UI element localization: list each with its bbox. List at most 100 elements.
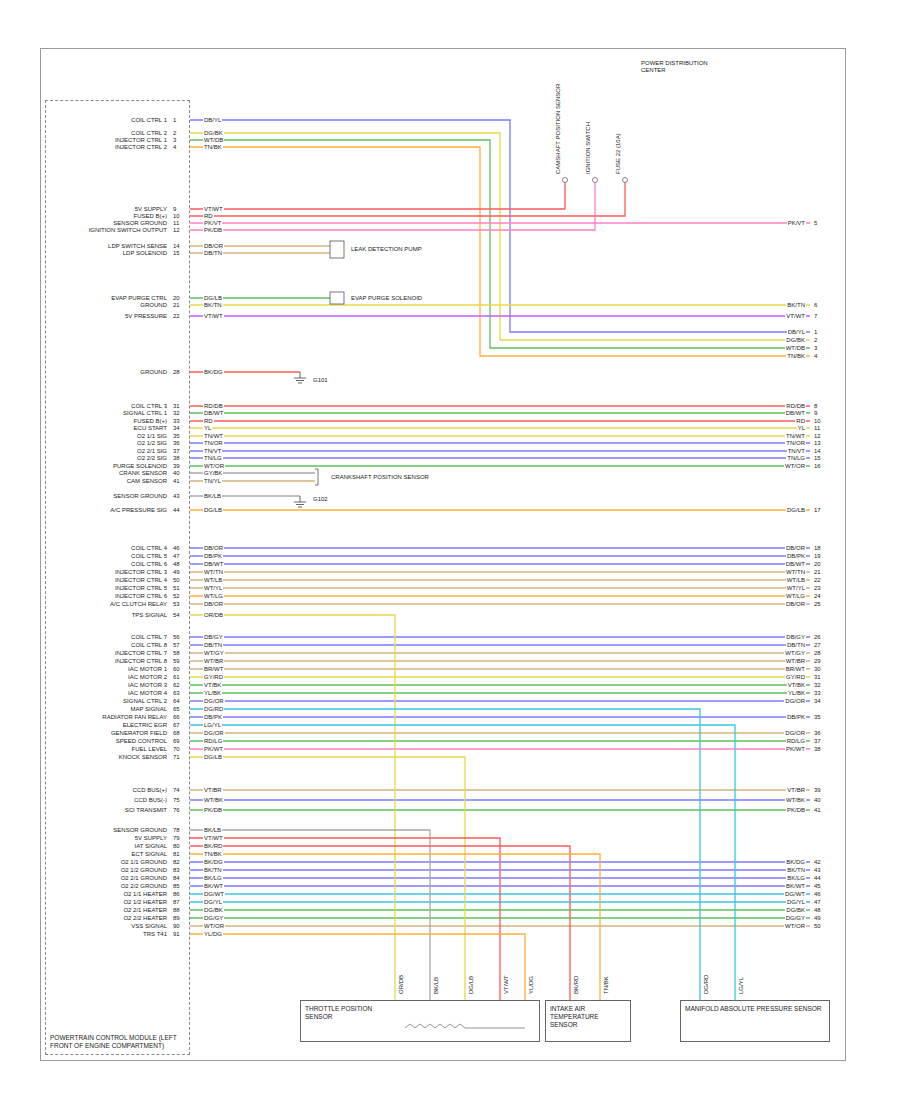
- wire-color: VT/WT: [203, 206, 224, 213]
- pin-number: 37: [172, 448, 181, 455]
- pin-number: 76: [172, 807, 181, 814]
- pin-name: IAC MOTOR 2: [127, 674, 168, 681]
- wire: [190, 660, 810, 661]
- ref-number: 48: [813, 907, 822, 914]
- wire: [190, 799, 810, 800]
- pin-name: PURGE SOLENOID: [112, 463, 168, 470]
- wire: [190, 684, 810, 685]
- wire-color: DB/TN: [203, 250, 223, 257]
- ref-number: 44: [813, 875, 822, 882]
- pin-name: SIGNAL CTRL 1: [122, 410, 168, 417]
- wire-color: BK/TN: [203, 302, 223, 309]
- pin-number: 48: [172, 561, 181, 568]
- wire-color: TN/OR: [203, 440, 224, 447]
- wire-connector: [190, 838, 500, 1000]
- wire-color: DB/WT: [785, 410, 806, 417]
- pin-number: 47: [172, 553, 181, 560]
- page-frame: [41, 49, 846, 1061]
- wire-color: LG/YL: [738, 976, 745, 995]
- wire-color: WT/BK: [785, 797, 806, 804]
- pin-number: 63: [172, 690, 181, 697]
- pin-number: 3: [172, 137, 177, 144]
- wire-color: DB/TN: [786, 642, 806, 649]
- ref-number: 19: [813, 553, 822, 560]
- wire-color: TN/OR: [785, 440, 806, 447]
- wire-color: YL: [797, 425, 806, 432]
- ref-number: 49: [813, 915, 822, 922]
- connector-pin: [623, 178, 628, 183]
- wire: [190, 732, 810, 733]
- ref-number: 25: [813, 601, 822, 608]
- wire-color: PK/WT: [203, 746, 224, 753]
- wire-color: DG/WT: [784, 891, 806, 898]
- wire-connector: [190, 757, 465, 1000]
- pin-name: EVAP PURGE CTRL: [110, 295, 168, 302]
- wire-color: WT/BK: [203, 797, 224, 804]
- pin-name: SENSOR GROUND: [112, 827, 168, 834]
- pin-name: ECT SIGNAL: [130, 851, 168, 858]
- component-label: POWER DISTRIBUTION CENTER: [640, 60, 712, 74]
- pin-name: INJECTOR CTRL 6: [114, 593, 168, 600]
- pin-name: INJECTOR CTRL 5: [114, 585, 168, 592]
- pin-name: VSS SIGNAL: [130, 923, 168, 930]
- wire: [190, 182, 595, 230]
- wire-color: DB/PK: [786, 553, 806, 560]
- ref-number: 23: [813, 585, 822, 592]
- wire: [190, 182, 625, 216]
- ref-number: 21: [813, 569, 822, 576]
- wire: [190, 587, 810, 588]
- pin-name: FUSED B(+): [132, 213, 168, 220]
- wire-color: DG/BK: [203, 907, 224, 914]
- pin-number: 2: [172, 130, 177, 137]
- pin-number: 49: [172, 569, 181, 576]
- sensor-bracket: [315, 469, 318, 485]
- pin-name: INJECTOR CTRL 2: [114, 144, 168, 151]
- wire-color: VT/WT: [203, 835, 224, 842]
- pin-number: 57: [172, 642, 181, 649]
- wire-color: BK/TN: [786, 867, 806, 874]
- wire-color: YL/DG: [528, 975, 535, 995]
- wire-color: DG/OR: [203, 730, 225, 737]
- pin-number: 20: [172, 295, 181, 302]
- wire: [190, 668, 810, 669]
- pin-name: GROUND: [139, 302, 168, 309]
- pin-name: COIL CTRL 2: [130, 130, 168, 137]
- pin-name: 5V PRESSURE: [124, 313, 168, 320]
- pin-number: 4: [172, 144, 177, 151]
- wire-color: DB/OR: [203, 243, 224, 250]
- ref-number: 50: [813, 923, 822, 930]
- wire-color: BK/LB: [203, 493, 222, 500]
- wire-color: TN/LG: [786, 455, 806, 462]
- ref-number: 47: [813, 899, 822, 906]
- pin-name: IAT SIGNAL: [134, 843, 168, 850]
- pin-name: A/C PRESSURE SIG: [109, 507, 168, 514]
- pin-number: 58: [172, 650, 181, 657]
- wire-color: TN/BK: [203, 144, 223, 151]
- pin-name: O2 1/2 SIG: [136, 440, 168, 447]
- wire-color: RD/DB: [203, 403, 224, 410]
- pin-name: LDP SOLENOID: [122, 250, 168, 257]
- ref-number: 4: [813, 353, 818, 360]
- wire-color: DB/PK: [203, 714, 223, 721]
- pin-name: COIL CTRL 1: [130, 117, 168, 124]
- pin-number: 50: [172, 577, 181, 584]
- pin-number: 9: [172, 206, 177, 213]
- wire: [190, 427, 810, 428]
- pin-name: SENSOR GROUND: [112, 493, 168, 500]
- ref-number: 43: [813, 867, 822, 874]
- wire-color: DG/YL: [203, 899, 223, 906]
- ref-number: 12: [813, 433, 822, 440]
- pin-number: 79: [172, 835, 181, 842]
- wire-color: DB/OR: [203, 601, 224, 608]
- sensor-box: THROTTLE POSITION SENSOR: [300, 1000, 540, 1042]
- wire: [190, 692, 810, 693]
- wire-color: WT/LB: [786, 577, 806, 584]
- ref-number: 2: [813, 337, 818, 344]
- wire-color: VT/WT: [503, 974, 510, 995]
- ref-number: 40: [813, 797, 822, 804]
- wire-color: WT/LB: [203, 577, 223, 584]
- wire-color: OR/DB: [398, 974, 405, 995]
- wire-color: WT/OR: [784, 923, 806, 930]
- wire-color: TN/VT: [787, 448, 806, 455]
- connector-pin: [593, 178, 598, 183]
